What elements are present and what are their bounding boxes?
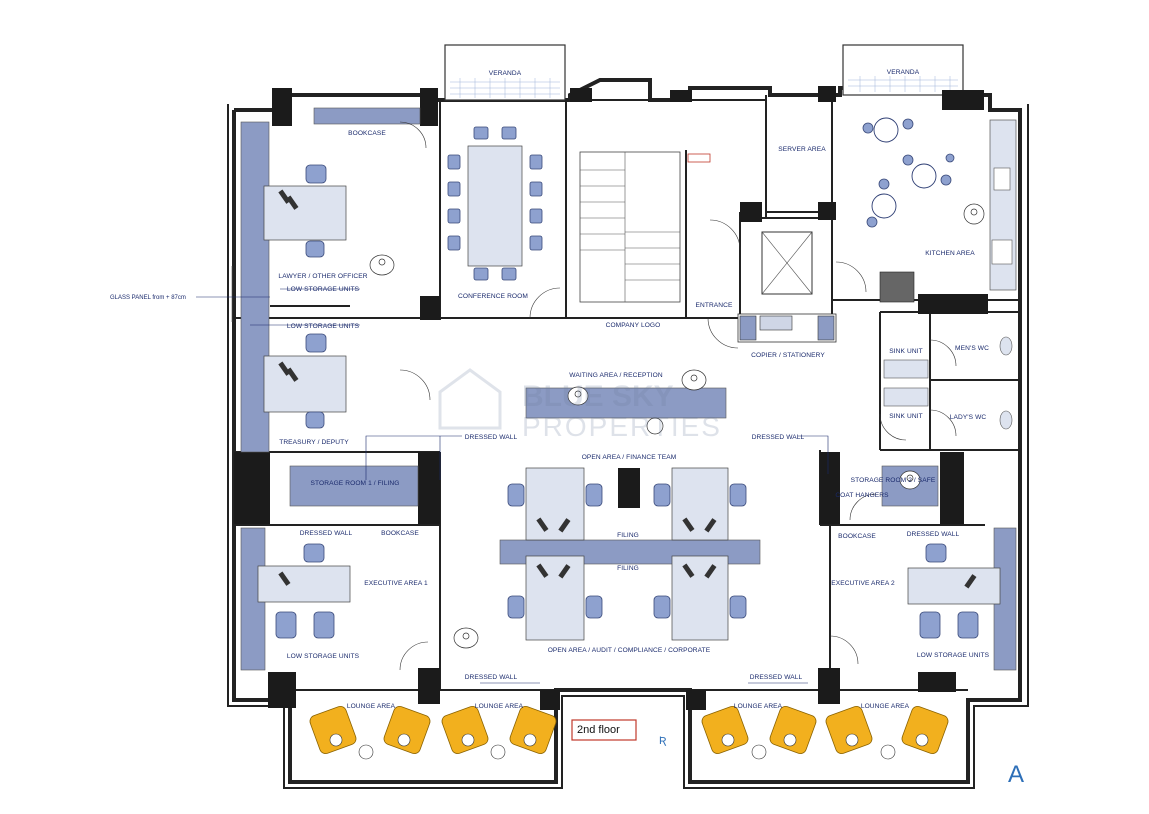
columns <box>234 86 988 710</box>
bookcase-top-label: BOOKCASE <box>348 130 386 137</box>
low-storage-label-4: LOW STORAGE UNITS <box>917 652 990 659</box>
office-desks <box>257 185 1001 641</box>
treasury-label: TREASURY / DEPUTY <box>279 439 349 446</box>
lounge-area-label-4: LOUNGE AREA <box>861 703 910 710</box>
watermark-logo: BLUE SKY PROPERTIES <box>438 368 722 442</box>
watermark-text-2: PROPERTIES <box>522 411 722 442</box>
dressed-wall-label-5: DRESSED WALL <box>465 674 518 681</box>
sink-unit-label-2: SINK UNIT <box>889 413 923 420</box>
dressed-wall-label-6: DRESSED WALL <box>750 674 803 681</box>
dressed-wall-label-1: DRESSED WALL <box>465 434 518 441</box>
sink-unit-label-1: SINK UNIT <box>889 348 923 355</box>
low-storage-label-3: LOW STORAGE UNITS <box>287 653 360 660</box>
veranda-right: VERANDA <box>842 44 964 96</box>
glass-panels <box>231 266 350 322</box>
kitchen-fixtures <box>862 117 1017 303</box>
stairs <box>579 151 711 303</box>
filing-label-2: FILING <box>617 565 639 572</box>
dressed-wall-label-3: DRESSED WALL <box>300 530 353 537</box>
door-swings <box>399 121 957 671</box>
leader-lines <box>196 288 829 684</box>
office-chairs <box>275 164 979 639</box>
glass-panel-label: GLASS PANEL from + 87cm <box>110 295 186 301</box>
dressed-wall-label-4: DRESSED WALL <box>907 531 960 538</box>
mens-wc-label: MEN'S WC <box>955 345 989 352</box>
veranda-right-label: VERANDA <box>887 69 920 76</box>
server-area-label: SERVER AREA <box>778 146 826 153</box>
low-storage-strips <box>240 107 1017 671</box>
compass-mark-icon: Ʀ <box>659 735 667 747</box>
conference-room-label: CONFERENCE ROOM <box>458 293 528 300</box>
lounge-area-label-3: LOUNGE AREA <box>734 703 783 710</box>
lounge-chairs <box>309 705 949 760</box>
veranda-left-label: VERANDA <box>489 70 522 77</box>
sheet-letter: A <box>1008 761 1024 788</box>
dressed-wall-label-2: DRESSED WALL <box>752 434 805 441</box>
bookcase-right-label: BOOKCASE <box>838 533 876 540</box>
lawyer-office-label: LAWYER / OTHER OFFICER <box>278 273 367 280</box>
executive-area-2-label: EXECUTIVE AREA 2 <box>831 580 895 587</box>
finance-team-label: OPEN AREA / FINANCE TEAM <box>582 454 677 461</box>
company-logo-label: COMPANY LOGO <box>606 322 661 329</box>
copier-unit <box>737 313 837 343</box>
bookcase-left-label: BOOKCASE <box>381 530 419 537</box>
storage-room-1-label: STORAGE ROOM 1 / FILING <box>310 480 399 487</box>
entrance-label: ENTRANCE <box>695 302 733 309</box>
low-storage-label-1: LOW STORAGE UNITS <box>287 286 360 293</box>
lounge-area-label-2: LOUNGE AREA <box>475 703 524 710</box>
audit-compliance-label: OPEN AREA / AUDIT / COMPLIANCE / CORPORA… <box>548 647 711 654</box>
filing-label-1: FILING <box>617 532 639 539</box>
conference-table <box>447 126 543 281</box>
watermark-text-1: BLUE SKY <box>522 380 674 413</box>
floor-tag: 2nd floor <box>571 719 637 741</box>
ladys-wc-label: LADY'S WC <box>950 414 987 421</box>
veranda-left: VERANDA <box>444 44 566 101</box>
copier-label: COPIER / STATIONERY <box>751 352 825 359</box>
coat-hangers-label: COAT HANGERS <box>835 492 889 499</box>
executive-area-1-label: EXECUTIVE AREA 1 <box>364 580 428 587</box>
waiting-area-label: WAITING AREA / RECEPTION <box>569 372 663 379</box>
room-labels: BOOKCASE SERVER AREA KITCHEN AREA LAWYER… <box>110 130 990 710</box>
lift <box>761 231 813 295</box>
wc-fixtures <box>883 336 1013 430</box>
lounge-area-label-1: LOUNGE AREA <box>347 703 396 710</box>
storage-room-2-label: STORAGE ROOM 2 / SAFE <box>851 477 936 484</box>
low-storage-label-2: LOW STORAGE UNITS <box>287 323 360 330</box>
kitchen-area-label: KITCHEN AREA <box>925 250 975 257</box>
people-figures <box>369 203 985 649</box>
floor-label: 2nd floor <box>577 724 620 736</box>
